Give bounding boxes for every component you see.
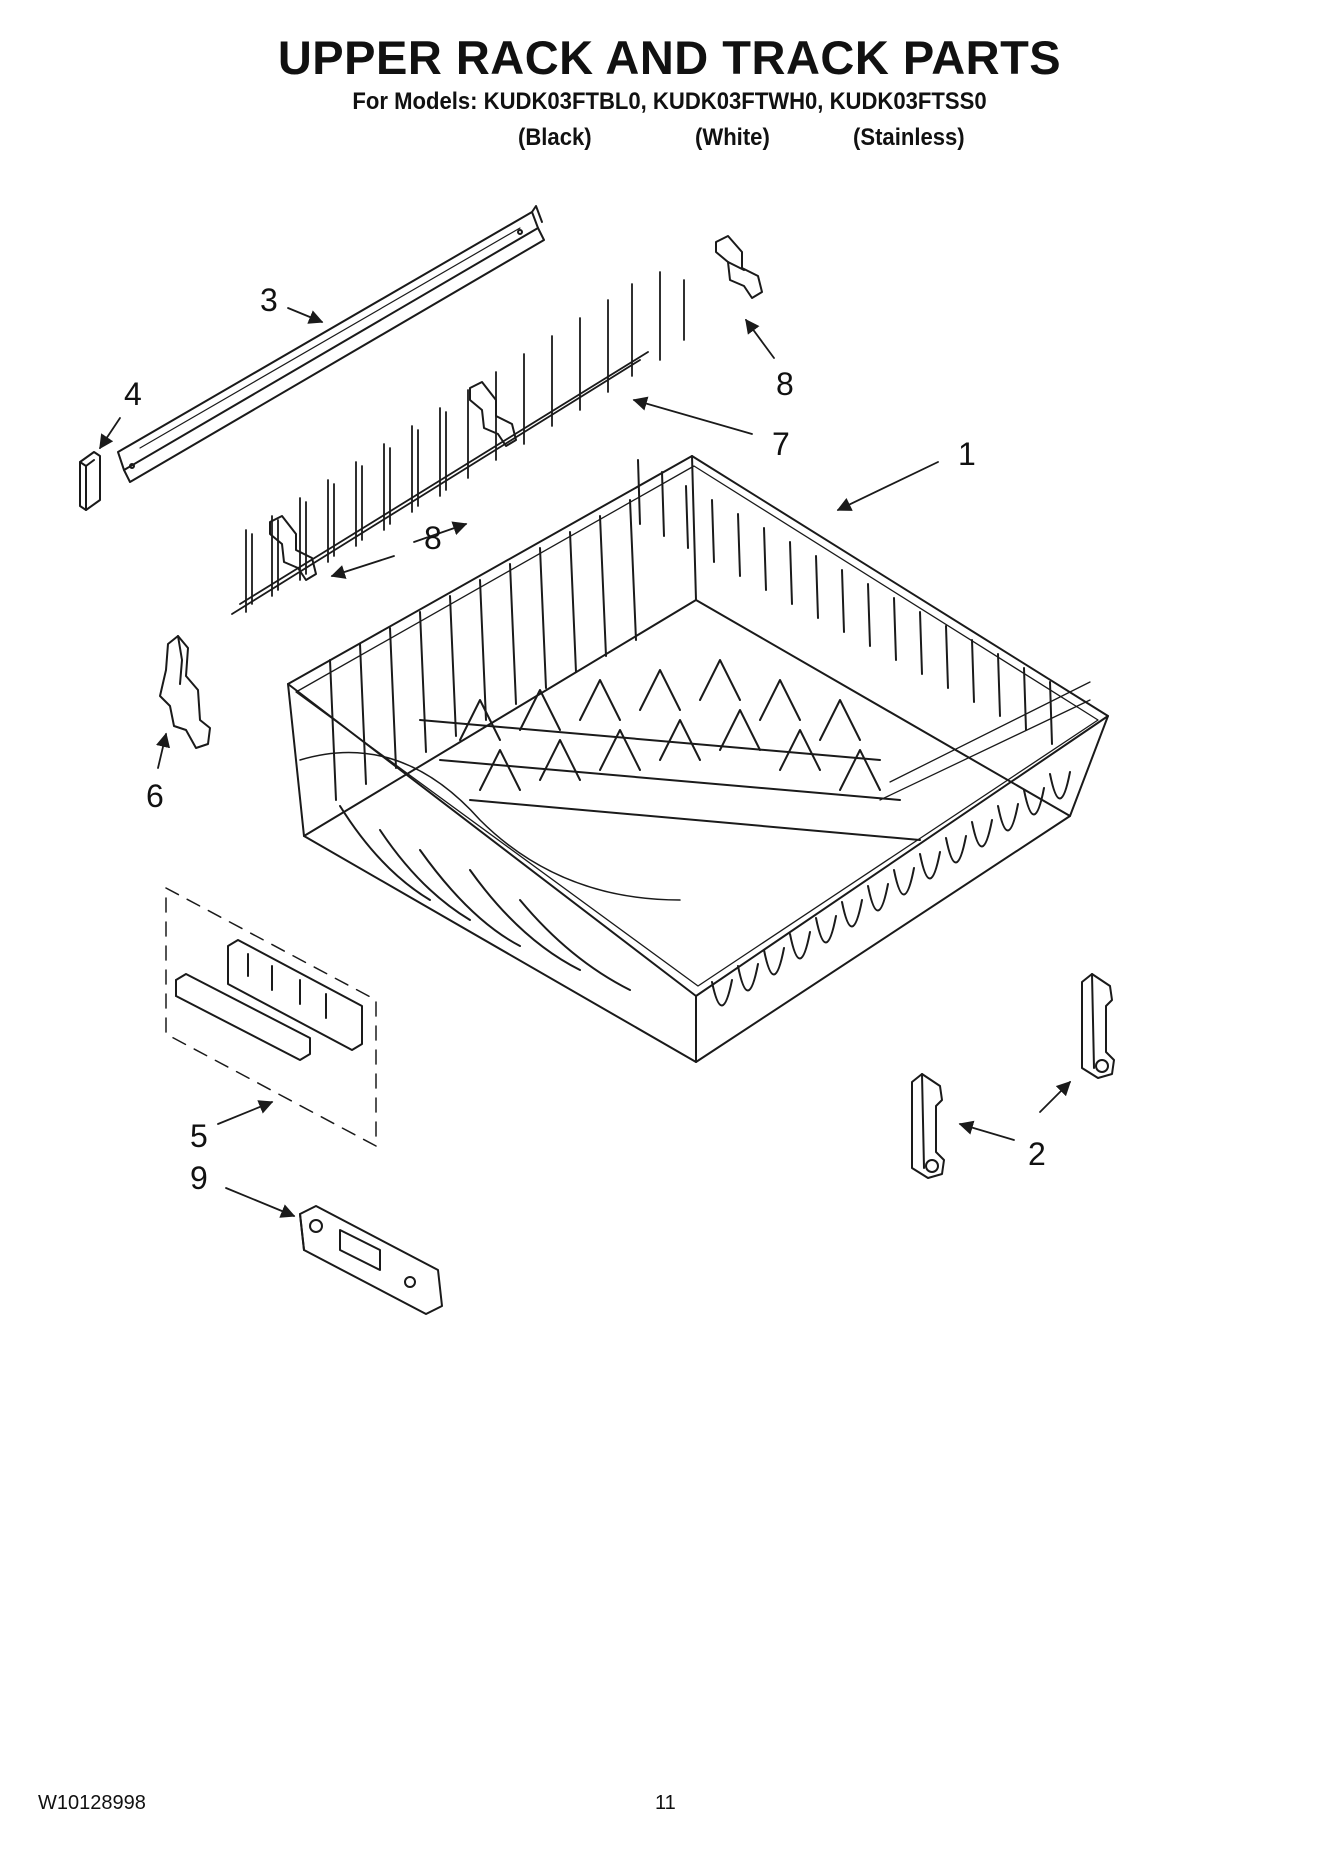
callout-1: 1 bbox=[958, 436, 976, 472]
callout-7: 7 bbox=[772, 426, 790, 462]
variant-white: (White) bbox=[695, 124, 770, 151]
rack-clip-mid bbox=[269, 381, 517, 581]
bracket-assembly bbox=[165, 887, 377, 1147]
callout-9: 9 bbox=[190, 1160, 208, 1196]
track-stop-left bbox=[911, 1073, 945, 1179]
callout-5: 5 bbox=[190, 1118, 208, 1154]
leader-arrows bbox=[99, 307, 1072, 1218]
end-cap bbox=[79, 451, 101, 511]
rack-clip-top bbox=[715, 235, 763, 299]
tine-row bbox=[231, 271, 685, 615]
page-number: 11 bbox=[655, 1792, 676, 1814]
rack-adjuster bbox=[299, 1205, 443, 1315]
callout-8-top: 8 bbox=[776, 366, 794, 402]
variant-black: (Black) bbox=[518, 124, 592, 151]
callout-2: 2 bbox=[1028, 1136, 1046, 1172]
models-line: For Models: KUDK03FTBL0, KUDK03FTWH0, KU… bbox=[352, 88, 987, 115]
document-number: W10128998 bbox=[38, 1792, 146, 1814]
variant-stainless: (Stainless) bbox=[853, 124, 965, 151]
track-stop-right bbox=[1081, 973, 1115, 1079]
hook-clip bbox=[159, 635, 211, 749]
page-title: UPPER RACK AND TRACK PARTS bbox=[277, 31, 1062, 84]
callout-3: 3 bbox=[260, 282, 278, 318]
callout-6: 6 bbox=[146, 778, 164, 814]
upper-rack-basket bbox=[287, 455, 1109, 1063]
track-rail bbox=[117, 205, 545, 483]
callout-4: 4 bbox=[124, 376, 142, 412]
callout-8-mid: 8 bbox=[424, 520, 442, 556]
